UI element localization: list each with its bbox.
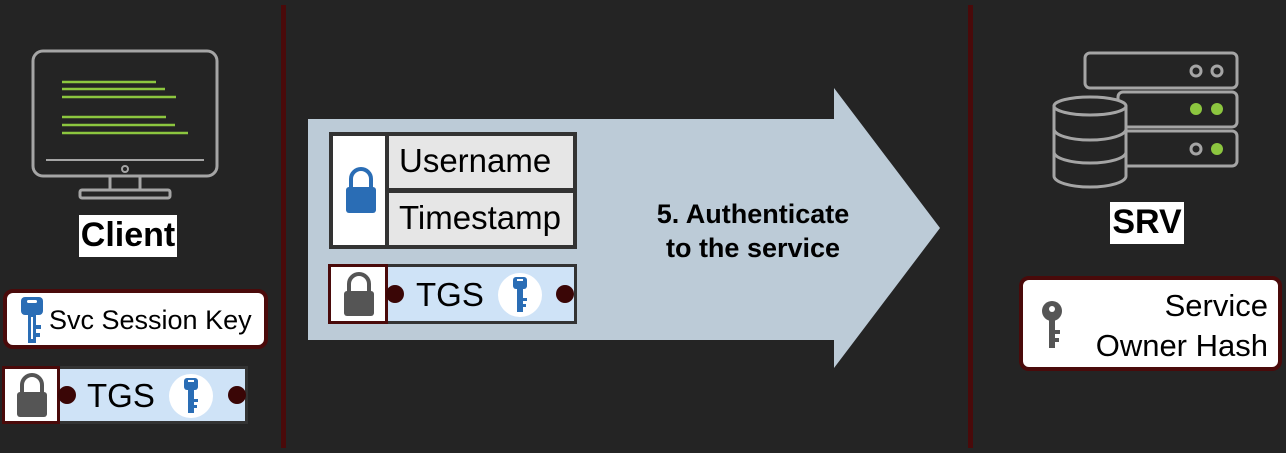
key-icon — [513, 277, 527, 312]
ticket-connector — [556, 285, 574, 303]
lock-icon — [344, 272, 374, 316]
lock-icon — [346, 167, 376, 213]
client-label: Client — [79, 215, 177, 257]
server-rack-icon — [1083, 51, 1239, 168]
client-ticket-label: TGS — [87, 377, 155, 414]
right-divider — [968, 5, 973, 448]
ticket-key-badge — [498, 273, 542, 317]
authenticator-fields: Username Timestamp — [385, 132, 577, 249]
monitor-icon — [31, 49, 219, 200]
session-key-label: Svc Session Key — [49, 305, 252, 335]
client-ticket: TGS — [60, 366, 248, 424]
timestamp-field: Timestamp — [389, 193, 573, 245]
session-key-card: Svc Session Key — [3, 289, 268, 349]
authenticator-lock — [329, 132, 389, 249]
message-ticket: TGS — [388, 264, 577, 324]
lock-icon — [17, 373, 47, 417]
owner-hash-card: Service Owner Hash — [1019, 276, 1282, 371]
message-ticket-lock — [328, 264, 388, 324]
key-icon — [1042, 301, 1062, 348]
ticket-connector — [386, 285, 404, 303]
owner-hash-label: Service Owner Hash — [1095, 288, 1268, 363]
step-label: 5. Authenticate to the service — [656, 199, 850, 263]
username-field: Username — [389, 136, 573, 188]
message-ticket-label: TGS — [416, 276, 484, 313]
server-label: SRV — [1110, 202, 1184, 244]
database-icon — [1052, 95, 1128, 189]
client-ticket-lock — [2, 366, 60, 424]
key-icon — [21, 297, 43, 343]
left-divider — [281, 5, 286, 448]
ticket-key-badge — [169, 374, 213, 418]
key-icon — [184, 378, 198, 413]
ticket-connector — [228, 386, 246, 404]
ticket-connector — [58, 386, 76, 404]
